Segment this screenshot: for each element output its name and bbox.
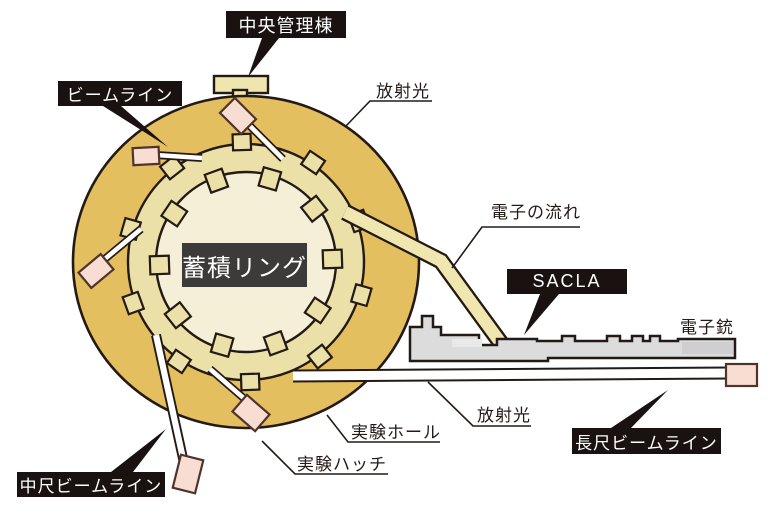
label-long-beamline: 長尺ビームライン <box>572 428 721 454</box>
leader-lines <box>261 100 580 475</box>
building-detail <box>682 342 733 354</box>
electron-flow-tube <box>341 204 510 352</box>
label-beamline: ビームライン <box>58 81 182 106</box>
end-stations <box>76 96 759 495</box>
endstation-top <box>218 96 258 136</box>
callout-arrows <box>103 38 668 472</box>
label-radiation-top: 放射光 <box>376 82 430 101</box>
label-sacla: SACLA <box>507 269 627 294</box>
building-detail <box>452 339 482 347</box>
endstation-long-beamline <box>724 362 759 388</box>
label-storage-ring: 蓄積リング <box>182 243 307 287</box>
endstation-hutch <box>230 393 272 433</box>
ring-outer-teeth <box>119 132 373 392</box>
endstation-left-mid <box>76 252 116 290</box>
label-experimental-hutch: 実験ハッチ <box>297 455 387 474</box>
label-electron-gun: 電子銃 <box>680 318 734 337</box>
label-medium-beamline: 中尺ビームライン <box>17 472 165 497</box>
beamlines <box>97 121 731 465</box>
endstation-left-upper <box>131 145 161 167</box>
label-electron-flow: 電子の流れ <box>491 203 581 222</box>
endstation-medium-beamline <box>171 453 205 495</box>
label-radiation-bottom: 放射光 <box>477 406 531 425</box>
ring-inner-teeth <box>148 165 344 359</box>
sacla-building <box>408 314 737 363</box>
label-central-building: 中央管理棟 <box>226 11 346 38</box>
label-experimental-hall: 実験ホール <box>351 423 441 442</box>
